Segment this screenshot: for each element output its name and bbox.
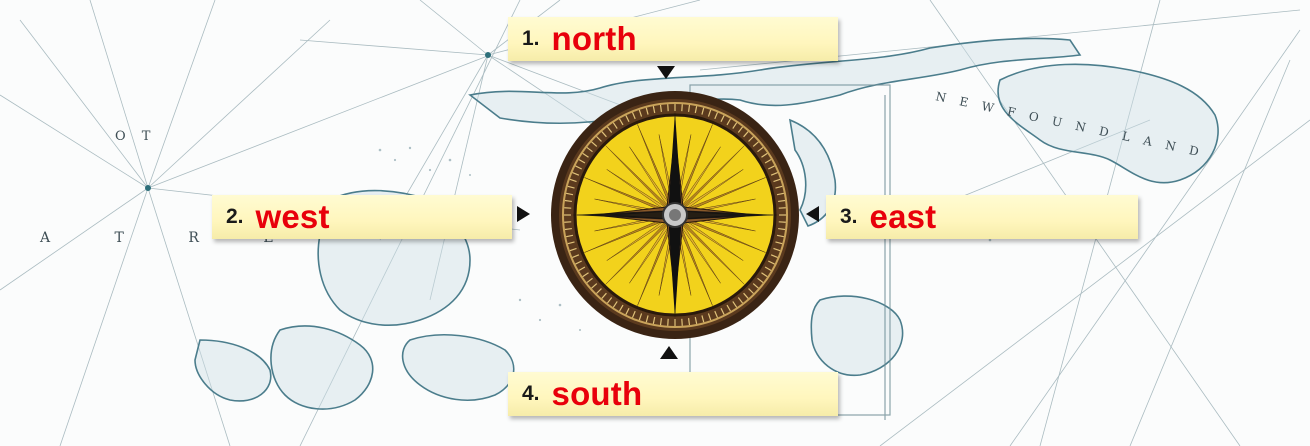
wind-rose-center-left	[145, 185, 151, 191]
east-answer-box: 3. east	[826, 195, 1138, 239]
north-answer: north	[552, 20, 637, 58]
south-answer-box: 4. south	[508, 372, 838, 416]
map-text-left-top: O T	[115, 129, 156, 144]
south-number: 4.	[522, 382, 540, 406]
north-number: 1.	[522, 27, 540, 51]
east-number: 3.	[840, 205, 858, 229]
triangle-left-icon	[806, 206, 819, 222]
south-answer: south	[552, 375, 643, 413]
west-number: 2.	[226, 205, 244, 229]
compass-rose-icon	[550, 90, 800, 340]
west-answer-box: 2. west	[212, 195, 512, 239]
west-answer: west	[256, 198, 330, 236]
triangle-right-icon	[517, 206, 530, 222]
north-answer-box: 1. north	[508, 17, 838, 61]
wind-rose-center-top	[485, 52, 491, 58]
east-answer: east	[870, 198, 937, 236]
triangle-down-icon	[657, 66, 675, 79]
triangle-up-icon	[660, 346, 678, 359]
